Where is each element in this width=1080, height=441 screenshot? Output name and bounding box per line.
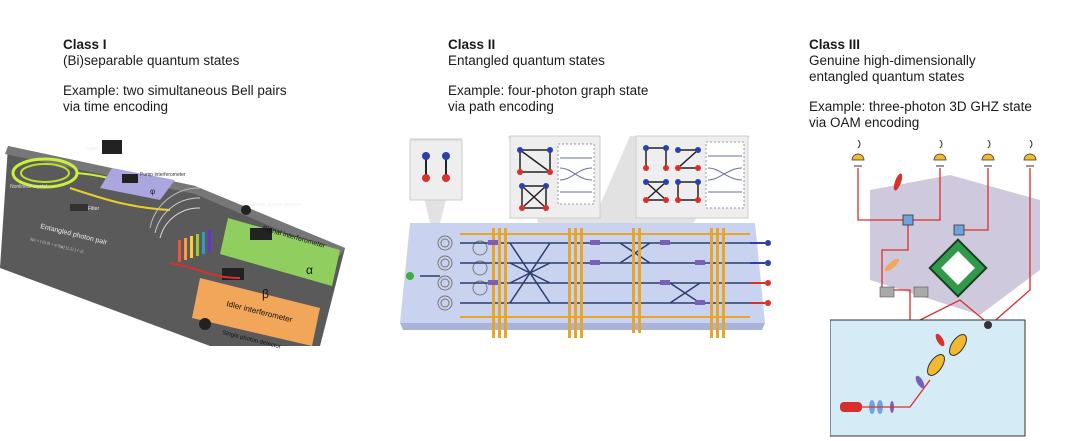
class-subtitle: (Bi)separable quantum states — [63, 53, 240, 68]
crystal-label: Nonlinear crystal — [10, 184, 47, 190]
beta-label: β — [262, 287, 269, 301]
class-subtitle: Genuine high-dimensionally — [809, 53, 976, 68]
single-photon-detector-icon — [241, 205, 251, 215]
caption-class-2: Class II Entangled quantum states Exampl… — [448, 37, 648, 115]
panel-class-1: Class I (Bi)separable quantum states Exa… — [0, 0, 360, 441]
spectral-filter-fan — [149, 187, 211, 262]
example-line: Example: two simultaneous Bell pairs — [63, 83, 287, 98]
example-line: Example: three-photon 3D GHZ state — [809, 99, 1032, 114]
detector-top-label: Single photon detector — [252, 202, 302, 208]
laser-label: Laser — [86, 146, 99, 152]
laser-icon — [102, 140, 122, 154]
time-encoding-setup-illustration: Laser Pump interferometer φ Filter Nonli… — [0, 128, 360, 350]
input-photon — [406, 272, 414, 280]
panel-class-3: Class III Genuine high-dimensionally ent… — [790, 0, 1080, 441]
class-title: Class I — [63, 37, 107, 52]
example-line: via path encoding — [448, 99, 554, 114]
phi-label: φ — [150, 187, 155, 196]
filter-label: Filter — [88, 206, 99, 212]
oam-encoding-setup-illustration — [830, 140, 1080, 440]
source-optics — [840, 321, 992, 414]
example-line: via time encoding — [63, 99, 169, 114]
class-subtitle: entangled quantum states — [809, 69, 965, 84]
oam-sorter — [928, 238, 988, 298]
graph-state-two-bell-pairs — [409, 139, 463, 201]
single-photon-detectors — [851, 140, 1037, 167]
source-box — [830, 319, 1026, 437]
graph-state-variants — [635, 135, 749, 219]
graph-state-four-photon — [509, 135, 601, 219]
class-title: Class III — [809, 37, 861, 52]
class-title: Class II — [448, 37, 496, 52]
filter-icon — [70, 204, 88, 211]
pump-label: Pump interferometer — [140, 172, 186, 178]
caption-class-3: Class III Genuine high-dimensionally ent… — [809, 37, 1032, 131]
pump-interferometer-box — [100, 168, 175, 200]
example-line: Example: four-photon graph state — [448, 83, 649, 98]
panel-class-2: Class II Entangled quantum states Exampl… — [380, 0, 780, 441]
caption-class-1: Class I (Bi)separable quantum states Exa… — [63, 37, 287, 115]
alpha-label: α — [306, 263, 313, 277]
example-line: via OAM encoding — [809, 115, 920, 130]
path-encoding-chip-illustration — [400, 128, 780, 343]
idler-interferometer-box — [192, 278, 320, 346]
class-subtitle: Entangled quantum states — [448, 53, 605, 68]
